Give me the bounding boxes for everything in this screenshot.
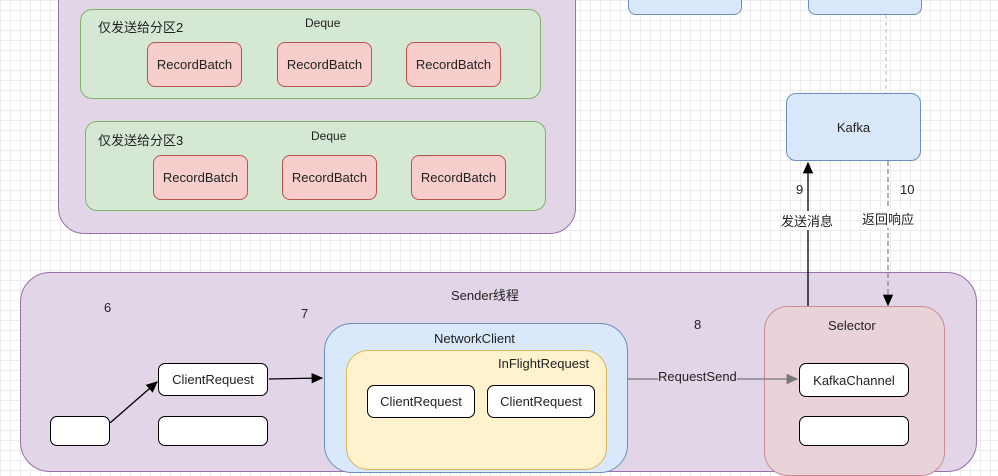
request-send-label: RequestSend	[658, 369, 737, 384]
partition3-deque-label: Deque	[311, 129, 347, 143]
record-batch: RecordBatch	[277, 42, 372, 87]
request-to-network-client-arrow	[268, 372, 324, 384]
response-step-label: 10	[900, 182, 915, 197]
network-client-title: NetworkClient	[434, 331, 515, 346]
client-request-box: ClientRequest	[158, 363, 268, 396]
partition2-label: 仅发送给分区2	[98, 20, 184, 35]
kafka-node: Kafka	[786, 93, 921, 161]
send-message-label: 发送消息	[781, 211, 834, 230]
selector-title: Selector	[828, 318, 876, 333]
inflight-client-request: ClientRequest	[367, 385, 475, 418]
broker-box	[808, 0, 922, 15]
response-label: 返回响应	[862, 209, 915, 228]
partition3-label: 仅发送给分区3	[98, 133, 184, 148]
record-batch: RecordBatch	[153, 155, 248, 200]
inflight-request-title: InFlightRequest	[498, 356, 590, 371]
record-batch: RecordBatch	[147, 42, 242, 87]
sender-thread-title: Sender线程	[451, 288, 519, 303]
kafka-channel-box: KafkaChannel	[799, 363, 909, 397]
record-batch: RecordBatch	[406, 42, 501, 87]
send-step-label: 9	[796, 182, 804, 197]
connectors-layer	[109, 15, 894, 423]
partition2-deque-label: Deque	[305, 16, 341, 30]
step-7-label: 7	[301, 306, 309, 321]
inflight-client-request: ClientRequest	[487, 385, 595, 418]
producer-to-request-arrow	[109, 381, 158, 423]
kafka-label: Kafka	[836, 119, 871, 135]
record-batch: RecordBatch	[411, 155, 506, 200]
step-6-label: 6	[104, 300, 112, 315]
record-batch: RecordBatch	[282, 155, 377, 200]
broker-box	[628, 0, 742, 15]
step-8-label: 8	[694, 317, 702, 332]
